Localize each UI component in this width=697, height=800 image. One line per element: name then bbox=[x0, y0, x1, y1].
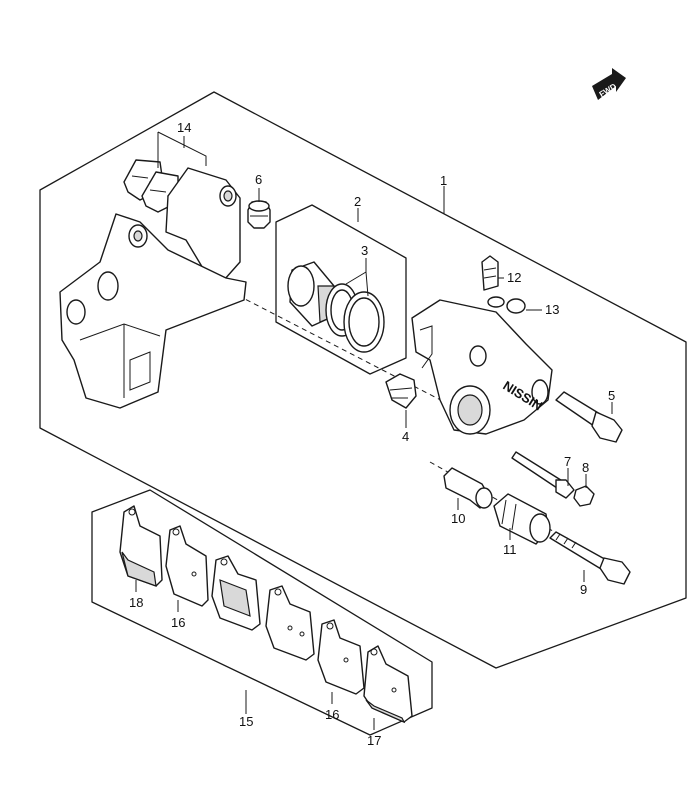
callout-11: 11 bbox=[503, 542, 517, 557]
brake-pad-16-lower bbox=[317, 619, 365, 695]
brake-pad-16-mid bbox=[265, 585, 315, 661]
slide-pin-part bbox=[555, 391, 623, 443]
callout-16-lower: 16 bbox=[325, 707, 339, 722]
brake-pad-set-outline bbox=[91, 489, 433, 736]
callout-14: 14 bbox=[177, 120, 191, 135]
piston-seal-part bbox=[325, 283, 385, 353]
boot-part bbox=[247, 200, 271, 229]
caliper-bracket-part bbox=[59, 213, 247, 409]
callout-1: 1 bbox=[440, 173, 447, 188]
callout-13: 13 bbox=[545, 302, 559, 317]
callout-16-upper: 16 bbox=[171, 615, 185, 630]
callout-8: 8 bbox=[582, 460, 589, 475]
caliper-body-part: NISSIN bbox=[411, 299, 553, 435]
callout-17: 17 bbox=[367, 733, 381, 748]
callout-18: 18 bbox=[129, 595, 143, 610]
sleeve-part bbox=[443, 467, 493, 509]
bleeder-cap-part bbox=[487, 296, 526, 314]
pin-axis-line bbox=[429, 461, 561, 536]
pin-part bbox=[511, 451, 575, 499]
callout-12: 12 bbox=[507, 270, 521, 285]
nut-part bbox=[573, 485, 595, 507]
callout-3: 3 bbox=[361, 243, 368, 258]
callout-9: 9 bbox=[580, 582, 587, 597]
callout-2: 2 bbox=[354, 194, 361, 209]
callout-4: 4 bbox=[402, 429, 409, 444]
brake-pad-16-upper bbox=[165, 525, 209, 607]
piston-group-outline bbox=[275, 204, 407, 375]
callout-10: 10 bbox=[451, 511, 465, 526]
brake-pad-center-pair bbox=[211, 555, 261, 631]
callout-6: 6 bbox=[255, 172, 262, 187]
bleeder-valve-part bbox=[481, 255, 499, 291]
callout-5: 5 bbox=[608, 388, 615, 403]
pin-boot-part bbox=[493, 493, 551, 545]
bolt-part bbox=[549, 531, 631, 585]
leader-lines bbox=[135, 131, 613, 730]
brake-pad-18 bbox=[119, 505, 163, 587]
caliper-assembly-outline bbox=[39, 91, 687, 669]
callout-15: 15 bbox=[239, 714, 253, 729]
caliper-bracket-upper-part bbox=[165, 167, 241, 281]
pad-spring-small-part bbox=[385, 373, 417, 409]
callout-7: 7 bbox=[564, 454, 571, 469]
fwd-arrow-icon: FWD bbox=[592, 68, 626, 100]
brake-pad-17 bbox=[363, 645, 413, 724]
